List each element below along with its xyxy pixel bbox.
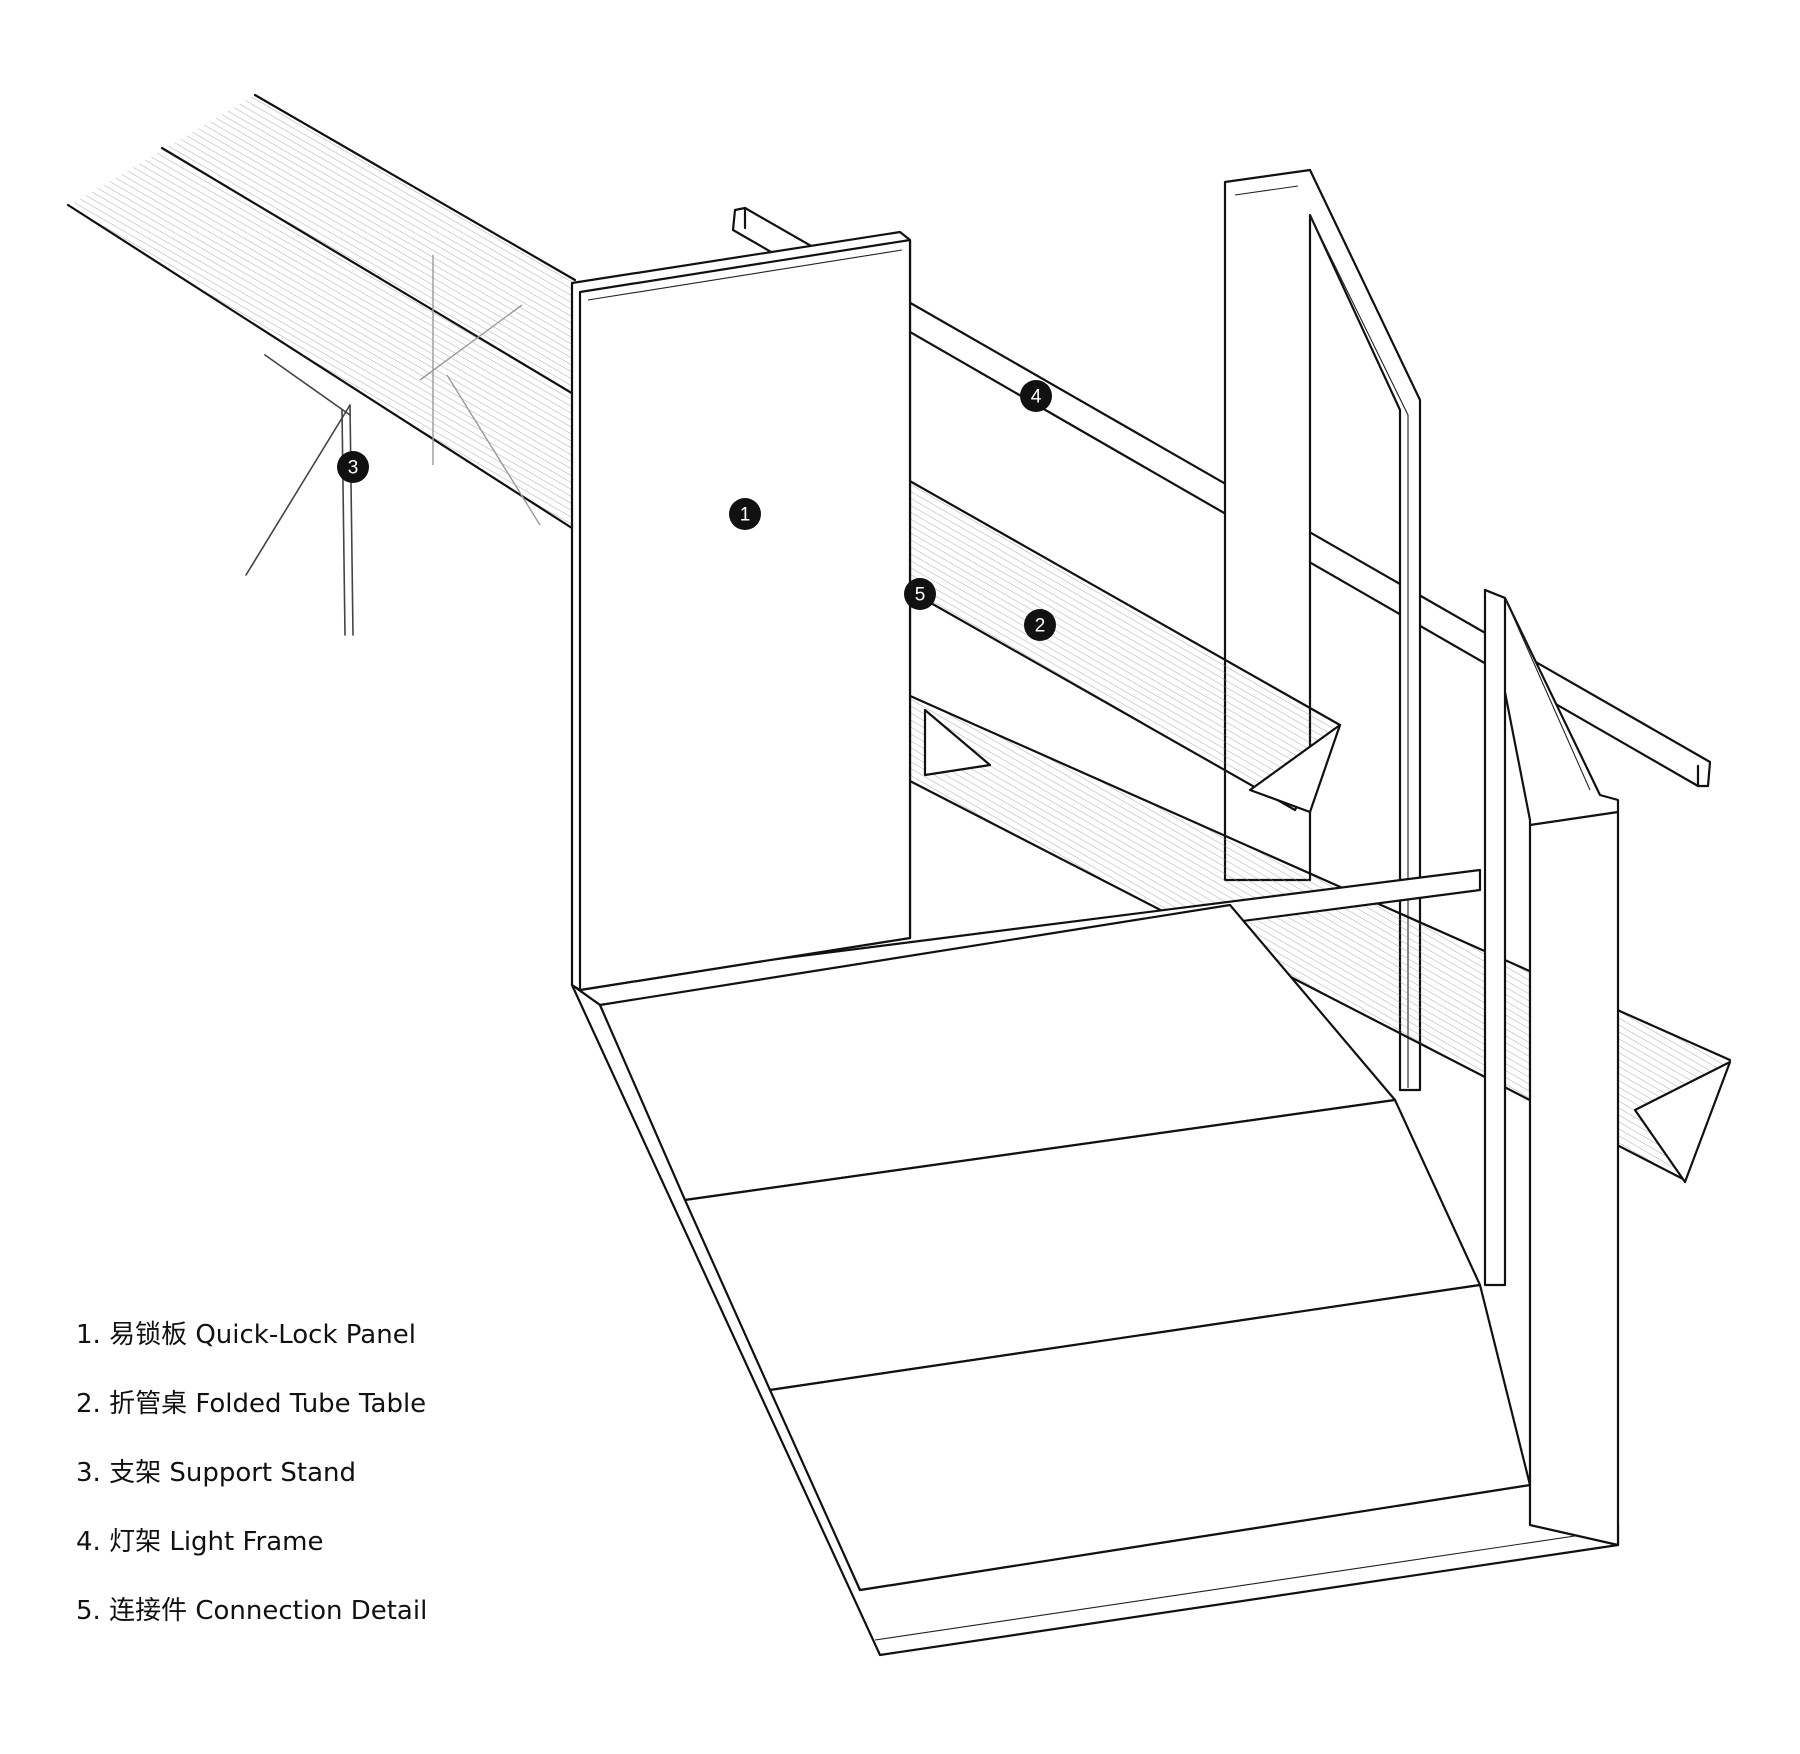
legend-item-5: 5. 连接件 Connection Detail <box>76 1596 427 1665</box>
legend-number: 3. <box>76 1458 101 1488</box>
svg-text:5: 5 <box>915 585 926 606</box>
legend-item-2: 2. 折管桌 Folded Tube Table <box>76 1389 427 1458</box>
legend: 1. 易锁板 Quick-Lock Panel 2. 折管桌 Folded Tu… <box>76 1320 427 1665</box>
svg-text:3: 3 <box>348 458 359 479</box>
marker-3: 3 <box>337 451 369 483</box>
left-beam <box>66 93 577 532</box>
marker-5: 5 <box>904 578 936 610</box>
legend-number: 5. <box>76 1596 101 1626</box>
marker-1: 1 <box>729 498 761 530</box>
marker-4: 4 <box>1020 380 1052 412</box>
svg-text:4: 4 <box>1031 387 1042 408</box>
front-frame <box>1483 588 1620 1547</box>
legend-number: 2. <box>76 1389 101 1419</box>
support-stand <box>245 255 541 636</box>
quick-lock-panel <box>570 230 912 992</box>
legend-number: 4. <box>76 1527 101 1557</box>
legend-label: 折管桌 Folded Tube Table <box>109 1389 427 1419</box>
marker-2: 2 <box>1024 609 1056 641</box>
legend-label: 灯架 Light Frame <box>109 1527 324 1557</box>
legend-label: 支架 Support Stand <box>109 1458 357 1488</box>
floor-ramp <box>570 868 1620 1657</box>
light-frame <box>731 206 1712 788</box>
legend-number: 1. <box>76 1320 101 1350</box>
svg-text:1: 1 <box>740 505 751 526</box>
legend-item-1: 1. 易锁板 Quick-Lock Panel <box>76 1320 427 1389</box>
svg-text:2: 2 <box>1035 616 1046 637</box>
legend-label: 连接件 Connection Detail <box>109 1596 428 1626</box>
folded-tube-table <box>906 478 1732 1184</box>
legend-item-3: 3. 支架 Support Stand <box>76 1458 427 1527</box>
legend-item-4: 4. 灯架 Light Frame <box>76 1527 427 1596</box>
legend-label: 易锁板 Quick-Lock Panel <box>109 1320 416 1350</box>
